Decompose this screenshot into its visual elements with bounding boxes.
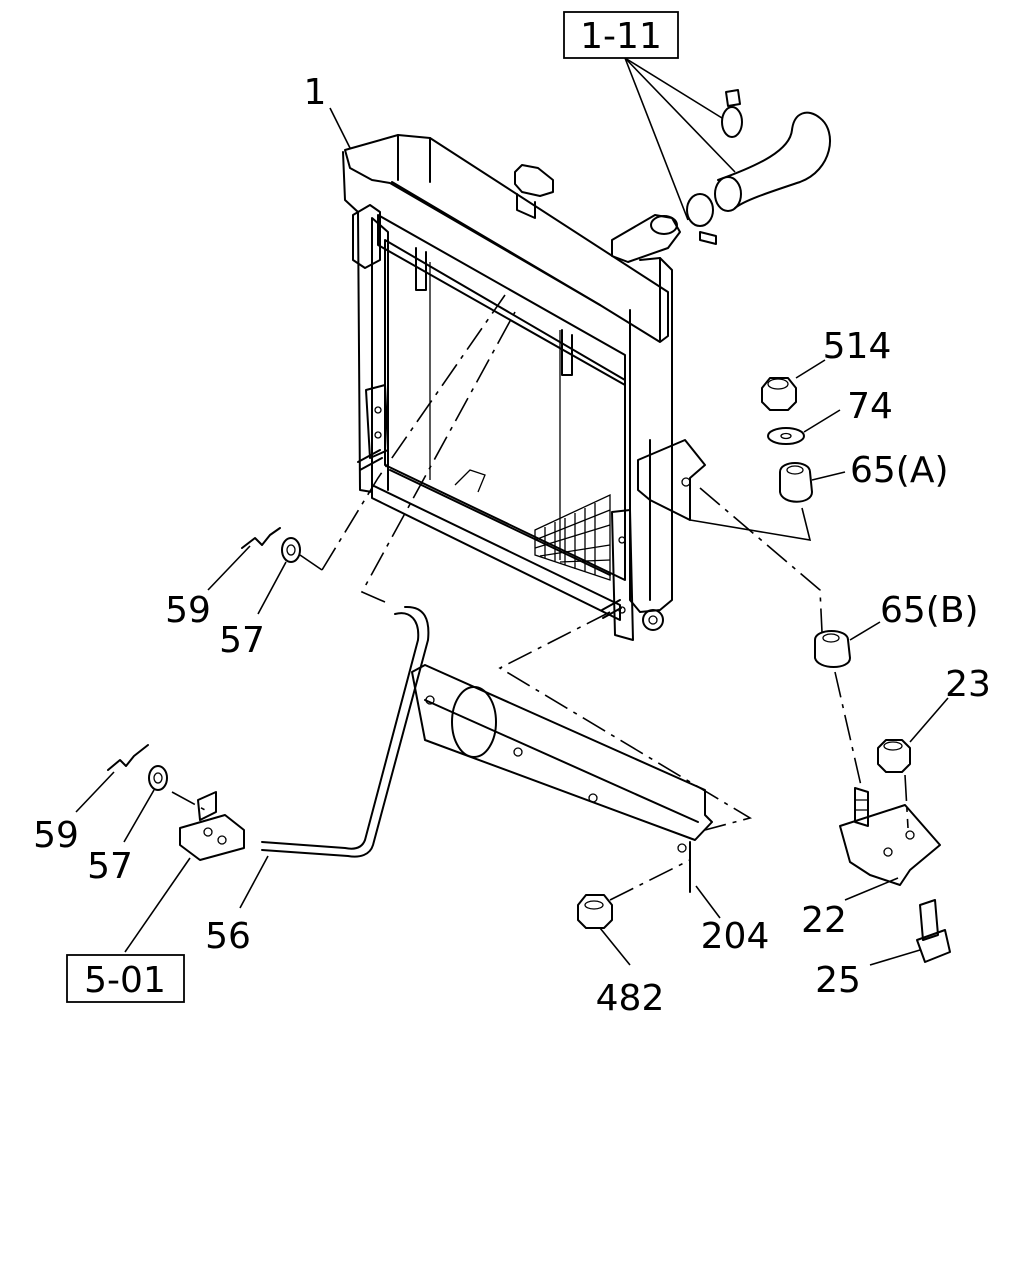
ref-box-5-01 [66,954,185,1003]
callout-482: 482 [596,978,665,1019]
callout-59-lower: 59 [33,815,79,856]
ref-box-1-11 [563,11,679,59]
callout-514: 514 [823,326,892,367]
lower-shroud [411,664,713,893]
callout-25: 25 [815,960,861,1001]
callout-59-upper: 59 [165,590,211,631]
overflow-hose [261,605,430,858]
callout-56: 56 [205,916,251,957]
callout-204: 204 [701,916,770,957]
radiator [342,134,706,641]
ref-label-1-11: 1-11 [580,16,662,57]
callout-57-lower: 57 [87,846,133,887]
leader-lines [75,57,949,966]
callout-1: 1 [304,72,327,113]
mount-hardware [107,377,951,963]
callout-22: 22 [801,900,847,941]
callout-74: 74 [847,386,893,427]
upper-hose [686,89,831,245]
callout-57-upper: 57 [219,620,265,661]
callout-65a: 65(A) [850,450,949,491]
ref-label-5-01: 5-01 [84,960,166,1001]
callout-65b: 65(B) [880,590,979,631]
hose-bracket [179,791,245,861]
assembly-lines [171,294,909,901]
callout-23: 23 [945,664,991,705]
